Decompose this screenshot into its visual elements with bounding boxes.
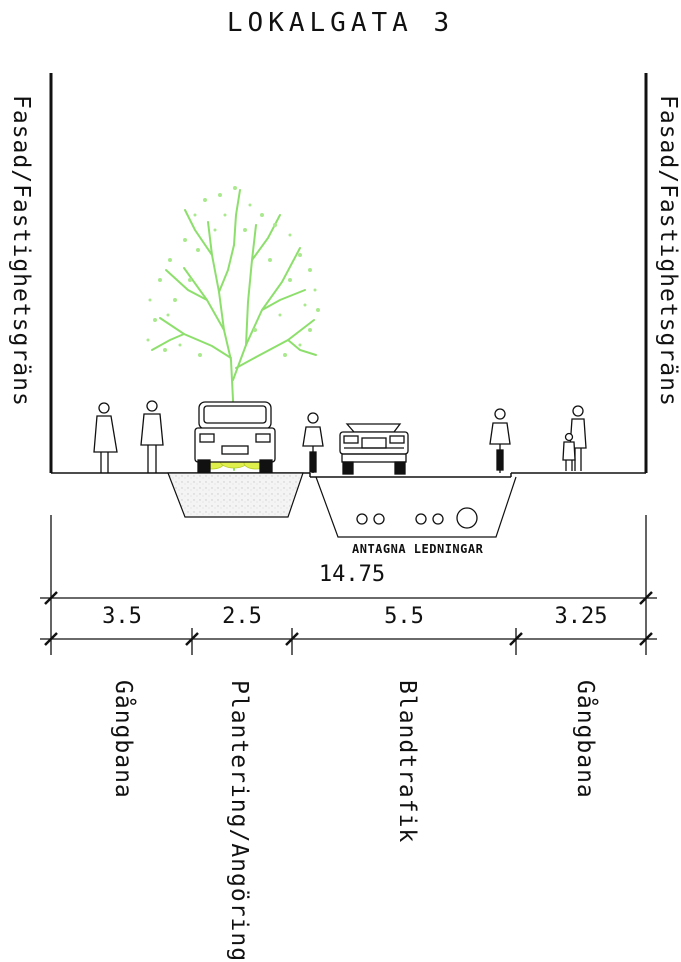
cyclist-left — [302, 412, 324, 473]
facade-label-right: Fasad/Fastighetsgräns — [655, 95, 681, 407]
utility-pipes — [356, 507, 478, 529]
parked-car — [194, 401, 276, 473]
segment-width-gangbana-right: 3.25 — [554, 604, 608, 629]
planting-trench — [167, 472, 304, 518]
segment-width-plantering: 2.5 — [222, 604, 262, 629]
pedestrian-woman — [93, 402, 118, 473]
utility-trench — [315, 476, 517, 538]
cyclist-right — [489, 408, 511, 473]
dimension-lines — [40, 515, 657, 655]
section-title: LOKALGATA 3 — [226, 8, 455, 38]
moving-car — [339, 423, 409, 475]
segment-width-gangbana-left: 3.5 — [102, 604, 142, 629]
segment-label-gangbana-right: Gångbana — [572, 680, 598, 799]
segment-label-plantering: Plantering/Angöring — [226, 680, 252, 962]
total-width-label: 14.75 — [318, 562, 386, 587]
pedestrian-adult-child — [562, 405, 587, 471]
pedestrian-man — [140, 400, 164, 473]
segment-width-blandtrafik: 5.5 — [384, 604, 424, 629]
street-section-drawing — [40, 73, 657, 655]
tree-foliage — [146, 186, 320, 357]
dimension-ticks — [44, 591, 653, 646]
utilities-label: ANTAGNA LEDNINGAR — [352, 542, 484, 556]
segment-label-gangbana-left: Gångbana — [110, 680, 136, 799]
facade-label-left: Fasad/Fastighetsgräns — [8, 95, 34, 407]
segment-label-blandtrafik: Blandtrafik — [394, 680, 420, 844]
